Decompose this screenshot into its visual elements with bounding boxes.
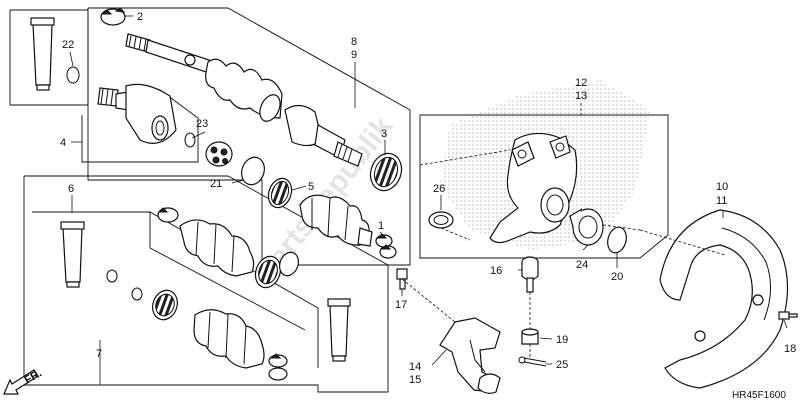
label-part-17: 17 <box>395 299 407 311</box>
boot-band-3 <box>369 152 403 192</box>
inner-joint <box>97 83 177 144</box>
frame-drive-shaft <box>87 7 411 266</box>
grease-tube-top <box>30 17 55 91</box>
kit-circlip-a <box>106 269 118 283</box>
label-part-14: 14 <box>409 361 421 373</box>
label-part-6: 6 <box>68 183 74 195</box>
seal-26 <box>428 211 454 229</box>
label-part-1: 1 <box>378 220 384 232</box>
label-part-16: 16 <box>490 265 502 277</box>
label-part-22: 22 <box>62 39 74 51</box>
bolt-18 <box>778 311 798 320</box>
label-part-12: 12 <box>575 77 587 89</box>
label-part-15: 15 <box>409 374 421 386</box>
kit-band-upper <box>157 207 179 223</box>
kit-boot-upper <box>179 219 255 277</box>
label-part-21: 21 <box>210 178 222 190</box>
label-part-13: 13 <box>575 90 587 102</box>
boot-band-2 <box>100 7 126 26</box>
cotter-pin-25 <box>518 356 547 367</box>
castle-nut-19 <box>521 328 539 345</box>
label-part-2: 2 <box>137 11 143 23</box>
label-part-19: 19 <box>556 334 568 346</box>
kit-band-ring-b <box>278 251 300 277</box>
hose-bracket-14 <box>439 317 501 394</box>
frame-grease-top <box>9 9 89 106</box>
boot-5 <box>299 194 373 247</box>
label-part-23: 23 <box>196 118 208 130</box>
diagram-code: HR45F1600 <box>732 390 786 401</box>
boot-band-1 <box>375 233 397 259</box>
kit-boot-lower <box>193 309 265 369</box>
label-part-7: 7 <box>96 348 102 360</box>
frame-inner-joint <box>81 89 199 163</box>
frame-boot-inner <box>149 212 306 331</box>
ball-joint-16 <box>521 256 539 293</box>
knuckle <box>489 132 578 244</box>
label-part-10: 10 <box>716 181 728 193</box>
circlip-22 <box>66 66 80 84</box>
label-part-11: 11 <box>716 195 727 207</box>
boot-band-5a <box>267 177 293 209</box>
front-label: FR. <box>23 367 44 386</box>
label-part-24: 24 <box>576 259 588 271</box>
label-part-20: 20 <box>611 271 623 283</box>
label-part-26: 26 <box>433 183 445 195</box>
circlip-20 <box>607 226 627 254</box>
label-part-8: 8 <box>351 36 357 48</box>
drive-shaft <box>125 33 363 167</box>
label-part-18: 18 <box>784 343 796 355</box>
label-part-25: 25 <box>556 359 568 371</box>
label-part-5: 5 <box>308 181 314 193</box>
frame-knuckle <box>419 114 669 259</box>
snap-ring-21 <box>241 156 265 186</box>
frame-boot-kit <box>23 175 389 393</box>
label-part-9: 9 <box>351 49 357 61</box>
tripod-joint <box>205 141 233 167</box>
grease-tube-kit-right <box>327 298 351 362</box>
grease-tube-6 <box>60 221 85 288</box>
kit-band-ring-a <box>254 255 282 289</box>
arrow-down-left-icon <box>3 369 39 395</box>
label-part-4: 4 <box>60 137 66 149</box>
label-part-3: 3 <box>381 128 387 140</box>
kit-band-lower <box>268 353 288 381</box>
wheel-bearing-24 <box>569 208 604 246</box>
brake-disc-cover <box>659 209 789 389</box>
kit-band-ring-c <box>152 289 178 321</box>
kit-circlip-b <box>131 287 143 301</box>
circlip-23 <box>184 132 196 148</box>
